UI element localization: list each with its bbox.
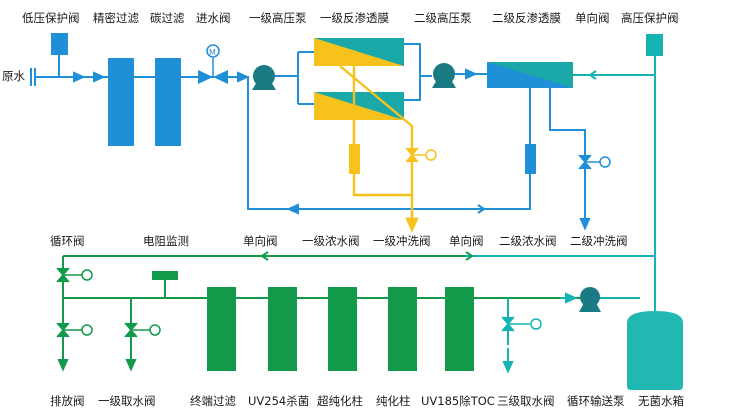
pipe-ro1b-permeate	[404, 76, 421, 101]
label-inlet-valve: 进水阀	[196, 11, 231, 25]
label-low-pressure-valve: 低压保护阀	[22, 11, 80, 25]
uv185-toc	[445, 287, 474, 371]
high-pressure-valve[interactable]	[646, 34, 663, 56]
label-check-valve-mid2: 单向阀	[449, 234, 484, 248]
label-ultrapure-col: 超纯化柱	[317, 394, 363, 408]
label-drain-valve: 排放阀	[50, 394, 85, 408]
label-high-pressure-valve: 高压保护阀	[621, 11, 679, 25]
tap3-valve-actuator-icon	[530, 318, 542, 330]
pipe-ro2-flush	[549, 88, 586, 226]
label-pump2: 二级高压泵	[414, 11, 472, 25]
check-valve-top[interactable]	[588, 70, 597, 80]
terminal-filter	[207, 287, 236, 371]
pipe-ro1-conc-out	[352, 174, 412, 197]
resistivity-monitor	[152, 271, 178, 280]
label-pump1: 一级高压泵	[249, 11, 307, 25]
motor-icon	[206, 44, 220, 58]
label-carbon-filter: 碳过滤	[150, 11, 185, 25]
label-flush2-valve: 二级冲洗阀	[570, 234, 628, 248]
label-circ-valve: 循环阀	[50, 234, 85, 248]
label-sterile-tank: 无菌水箱	[638, 394, 684, 408]
check-valve-recycle[interactable]	[477, 204, 486, 214]
ro2-membrane-teal	[487, 62, 573, 88]
ro1-membrane-a-teal	[314, 38, 404, 66]
pure-column	[388, 287, 417, 371]
label-ro2: 二级反渗透膜	[492, 11, 561, 25]
precision-filter	[108, 58, 134, 146]
pump2-base	[432, 78, 456, 88]
uv254-sterilizer	[268, 287, 297, 371]
label-raw-water: 原水	[2, 69, 25, 83]
label-uv185: UV185除TOC	[421, 394, 495, 408]
drain-valve-actuator-icon	[81, 324, 93, 336]
label-circ-pump: 循环输送泵	[567, 394, 625, 408]
ro1-membrane-b-teal	[314, 92, 404, 120]
check-valve-mid1[interactable]	[260, 251, 269, 261]
check-valve-mid2[interactable]	[465, 251, 474, 261]
label-ro1: 一级反渗透膜	[320, 11, 389, 25]
pump1-base	[252, 80, 276, 90]
circ-pump-base	[579, 303, 601, 312]
tap1-valve-actuator-icon	[149, 324, 161, 336]
low-pressure-valve[interactable]	[51, 33, 68, 55]
label-tap3-valve: 三级取水阀	[497, 394, 555, 408]
sterile-water-tank	[627, 311, 683, 390]
label-check-valve-top: 单向阀	[575, 11, 610, 25]
flush1-actuator-icon	[425, 149, 437, 161]
label-uv254: UV254杀菌	[248, 394, 309, 408]
circ-pump[interactable]	[580, 287, 600, 307]
label-pure-col: 纯化柱	[376, 394, 411, 408]
conc1-valve[interactable]	[349, 144, 360, 174]
label-terminal-filter: 终端过滤	[190, 394, 236, 408]
label-conc1-valve: 一级浓水阀	[302, 234, 360, 248]
motor-icon-glyph: M	[209, 48, 216, 57]
label-precision-filter: 精密过滤	[93, 11, 139, 25]
pipe-ro1-flush	[339, 65, 414, 225]
label-tap1-valve: 一级取水阀	[98, 394, 156, 408]
conc2-valve[interactable]	[525, 144, 536, 174]
carbon-filter	[155, 58, 181, 146]
flush2-actuator-icon	[599, 156, 611, 168]
ultrapure-column	[328, 287, 357, 371]
label-flush1-valve: 一级冲洗阀	[373, 234, 431, 248]
label-conc2-valve: 二级浓水阀	[499, 234, 557, 248]
label-check-valve-mid1: 单向阀	[243, 234, 278, 248]
pipe-ro2-recycle	[247, 76, 531, 210]
circ-valve-actuator-icon	[81, 269, 93, 281]
pipe-ro1a-permeate	[404, 43, 421, 76]
label-resistivity: 电阻监测	[143, 234, 189, 248]
